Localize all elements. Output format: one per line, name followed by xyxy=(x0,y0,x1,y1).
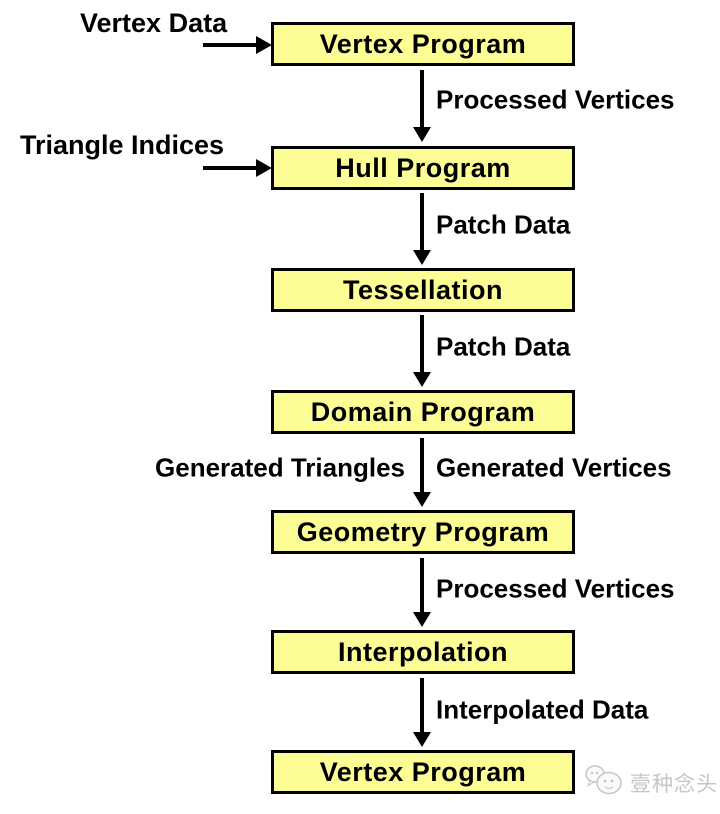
arrow-head-icon xyxy=(413,127,431,142)
chat-bubbles-icon xyxy=(584,763,624,802)
arrow-head-icon xyxy=(413,492,431,507)
arrow-head-icon xyxy=(413,732,431,747)
edge-label-interpolated-data: Interpolated Data xyxy=(436,694,649,725)
arrow-shaft xyxy=(420,678,424,734)
arrow-shaft xyxy=(420,193,424,252)
node-tessellation: Tessellation xyxy=(271,268,575,312)
node-vertex-program-bottom: Vertex Program xyxy=(271,750,575,794)
arrow-down-vertex-to-hull-icon xyxy=(413,70,431,142)
arrow-down-geometry-to-interpolation-icon xyxy=(413,558,431,627)
edge-label-generated-triangles: Generated Triangles xyxy=(155,452,405,483)
arrow-head-icon xyxy=(256,36,272,54)
arrow-right-vertex-data-icon xyxy=(203,36,272,54)
node-geometry-program: Geometry Program xyxy=(271,510,575,554)
arrow-head-icon xyxy=(413,612,431,627)
arrow-shaft xyxy=(420,438,424,494)
arrow-head-icon xyxy=(413,372,431,387)
watermark: 壹种念头 xyxy=(584,763,718,802)
edge-label-processed-vertices-2: Processed Vertices xyxy=(436,573,675,604)
arrow-down-interpolation-to-vertex-icon xyxy=(413,678,431,747)
edge-label-patch-data-2: Patch Data xyxy=(436,331,571,362)
node-vertex-program: Vertex Program xyxy=(271,22,575,66)
edge-label-processed-vertices-1: Processed Vertices xyxy=(436,84,675,115)
edge-label-patch-data-1: Patch Data xyxy=(436,209,571,240)
arrow-right-triangle-indices-icon xyxy=(203,159,272,177)
node-interpolation: Interpolation xyxy=(271,630,575,674)
node-domain-program: Domain Program xyxy=(271,390,575,434)
arrow-down-domain-to-geometry-icon xyxy=(413,438,431,507)
arrow-shaft xyxy=(420,70,424,129)
edge-label-generated-vertices: Generated Vertices xyxy=(436,452,672,483)
input-label-vertex-data: Vertex Data xyxy=(80,8,228,38)
input-label-triangle-indices: Triangle Indices xyxy=(20,130,225,160)
watermark-text: 壹种念头 xyxy=(630,772,718,796)
arrow-down-hull-to-tessellation-icon xyxy=(413,193,431,265)
arrow-shaft xyxy=(203,43,258,47)
node-hull-program: Hull Program xyxy=(271,146,575,190)
arrow-shaft xyxy=(420,558,424,614)
arrow-shaft xyxy=(420,315,424,374)
arrow-shaft xyxy=(203,166,258,170)
arrow-down-tessellation-to-domain-icon xyxy=(413,315,431,387)
arrow-head-icon xyxy=(413,250,431,265)
arrow-head-icon xyxy=(256,159,272,177)
